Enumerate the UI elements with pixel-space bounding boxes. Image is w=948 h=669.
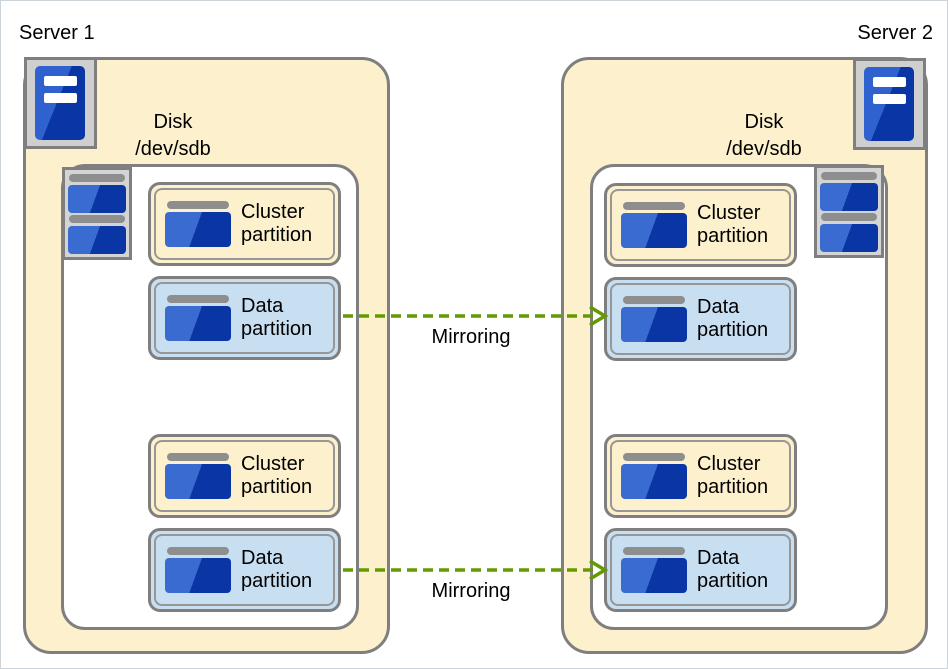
server1-disk-label: Disk /dev/sdb xyxy=(100,109,246,163)
partition-disk-icon xyxy=(165,201,231,247)
disk-stack-icon xyxy=(814,165,884,258)
partition-inner-frame: Cluster partition xyxy=(154,188,335,260)
server1-data-partition-1: Data partition xyxy=(148,276,341,360)
partition-label: Cluster partition xyxy=(697,202,769,247)
server2-data-partition-1: Data partition xyxy=(604,277,797,361)
partition-label: Data partition xyxy=(241,295,313,340)
partition-label: Cluster partition xyxy=(241,201,313,246)
partition-disk-icon xyxy=(165,453,231,499)
disk-platter xyxy=(165,212,231,247)
disk-cap xyxy=(167,547,229,555)
server-tower xyxy=(864,67,914,141)
partition-inner-frame: Data partition xyxy=(154,534,335,606)
disk-platter xyxy=(621,213,687,248)
partition-inner-frame: Cluster partition xyxy=(610,189,791,261)
disk-label-line1: Disk xyxy=(153,111,193,133)
partition-disk-icon xyxy=(165,295,231,341)
disk-platter xyxy=(621,558,687,593)
partition-label: Cluster partition xyxy=(697,453,769,498)
disk-cap xyxy=(623,296,685,304)
partition-inner-frame: Cluster partition xyxy=(610,440,791,512)
disk-platter xyxy=(165,306,231,341)
server2-disk-label: Disk /dev/sdb xyxy=(691,109,837,163)
disk-label-line2: /dev/sdb xyxy=(726,138,802,160)
mirroring-label-2: Mirroring xyxy=(431,580,511,602)
server-icon xyxy=(24,57,97,149)
partition-inner-frame: Data partition xyxy=(610,534,791,606)
disk-platter xyxy=(820,183,878,211)
partition-inner-frame: Cluster partition xyxy=(154,440,335,512)
disk-stack-icon xyxy=(62,167,132,260)
server-slot-bar xyxy=(873,94,906,104)
server1-cluster-partition-1: Cluster partition xyxy=(148,182,341,266)
disk-label-line2: /dev/sdb xyxy=(135,138,211,160)
partition-label: Data partition xyxy=(697,296,769,341)
disk-cap xyxy=(167,201,229,209)
disk-cap xyxy=(623,202,685,210)
partition-disk-icon xyxy=(621,547,687,593)
disk-cap xyxy=(821,213,877,221)
partition-disk-icon xyxy=(621,453,687,499)
server2-data-partition-2: Data partition xyxy=(604,528,797,612)
server1-data-partition-2: Data partition xyxy=(148,528,341,612)
partition-label: Data partition xyxy=(697,547,769,592)
disk-label-line1: Disk xyxy=(744,111,784,133)
partition-disk-icon xyxy=(165,547,231,593)
server-tower xyxy=(35,66,85,140)
disk-platter xyxy=(165,558,231,593)
disk-cap xyxy=(167,453,229,461)
server1-label: Server 1 xyxy=(19,22,95,44)
disk-cap xyxy=(623,453,685,461)
partition-disk-icon xyxy=(621,296,687,342)
disk-cap xyxy=(69,174,125,182)
disk-platter xyxy=(165,464,231,499)
server2-label: Server 2 xyxy=(857,22,933,44)
disk-platter xyxy=(820,224,878,252)
server2-cluster-partition-2: Cluster partition xyxy=(604,434,797,518)
partition-inner-frame: Data partition xyxy=(610,283,791,355)
mirroring-label-1: Mirroring xyxy=(431,326,511,348)
disk-platter xyxy=(68,226,126,254)
server1-cluster-partition-2: Cluster partition xyxy=(148,434,341,518)
disk-cap xyxy=(167,295,229,303)
disk-platter xyxy=(621,307,687,342)
disk-cap xyxy=(69,215,125,223)
partition-label: Cluster partition xyxy=(241,453,313,498)
partition-inner-frame: Data partition xyxy=(154,282,335,354)
disk-cap xyxy=(623,547,685,555)
disk-platter xyxy=(621,464,687,499)
disk-platter xyxy=(68,185,126,213)
server-slot-bar xyxy=(44,93,77,103)
server2-cluster-partition-1: Cluster partition xyxy=(604,183,797,267)
disk-cap xyxy=(821,172,877,180)
server-slot-bar xyxy=(44,76,77,86)
partition-label: Data partition xyxy=(241,547,313,592)
server-slot-bar xyxy=(873,77,906,87)
server-icon xyxy=(853,58,926,150)
partition-disk-icon xyxy=(621,202,687,248)
